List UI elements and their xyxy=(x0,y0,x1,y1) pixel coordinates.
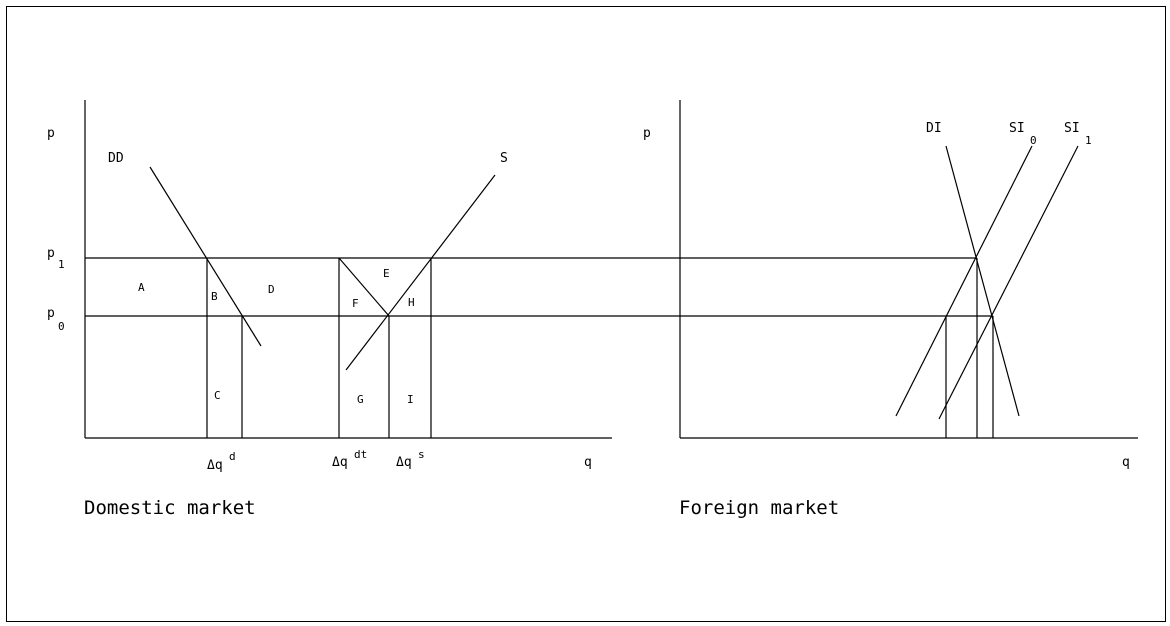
tick-dqs-superscript: s xyxy=(418,448,425,461)
tick-dqd-label: Δq xyxy=(207,458,223,473)
area-g-label: G xyxy=(357,393,364,406)
domestic-supply-curve xyxy=(345,174,496,371)
price-p0-subscript: 0 xyxy=(58,320,65,333)
foreign-p-label: p xyxy=(643,126,651,141)
foreign-supply0-curve xyxy=(895,145,1033,417)
area-b-label: B xyxy=(211,290,218,303)
tick-dqdt-superscript: dt xyxy=(354,448,367,461)
domestic-panel: p q p 1 p 0 DD S A B C D E F G H I Δq d … xyxy=(47,100,993,519)
area-a-label: A xyxy=(138,281,145,294)
domestic-p-label: p xyxy=(47,126,55,141)
area-h-label: H xyxy=(408,296,415,309)
tick-dqd-superscript: d xyxy=(229,450,236,463)
tick-dqs-label: Δq xyxy=(396,455,412,470)
triangle-diagonal xyxy=(338,257,390,317)
foreign-supply1-label: SI xyxy=(1064,121,1080,136)
area-e-label: E xyxy=(383,267,390,280)
price-p1-label: p xyxy=(47,246,55,261)
foreign-supply0-label: SI xyxy=(1009,121,1025,136)
diagram-frame xyxy=(6,6,1166,622)
foreign-supply1-subscript: 1 xyxy=(1085,134,1092,147)
foreign-panel: p q DI SI 0 SI 1 Foreign market xyxy=(643,100,1138,519)
foreign-caption: Foreign market xyxy=(679,497,839,519)
foreign-supply0-subscript: 0 xyxy=(1030,134,1037,147)
area-i-label: I xyxy=(407,393,414,406)
tick-dqdt-label: Δq xyxy=(332,455,348,470)
area-d-label: D xyxy=(268,283,275,296)
foreign-demand-curve xyxy=(945,145,1020,417)
price-p0-label: p xyxy=(47,306,55,321)
area-c-label: C xyxy=(214,389,221,402)
foreign-q-label: q xyxy=(1122,455,1130,470)
foreign-supply1-curve xyxy=(938,145,1079,420)
price-p1-subscript: 1 xyxy=(58,258,65,271)
domestic-demand-curve xyxy=(149,166,262,347)
domestic-demand-label: DD xyxy=(108,151,124,166)
domestic-q-label: q xyxy=(584,455,592,470)
foreign-demand-label: DI xyxy=(926,121,942,136)
domestic-caption: Domestic market xyxy=(84,497,256,519)
domestic-supply-label: S xyxy=(500,151,508,166)
area-f-label: F xyxy=(352,297,359,310)
